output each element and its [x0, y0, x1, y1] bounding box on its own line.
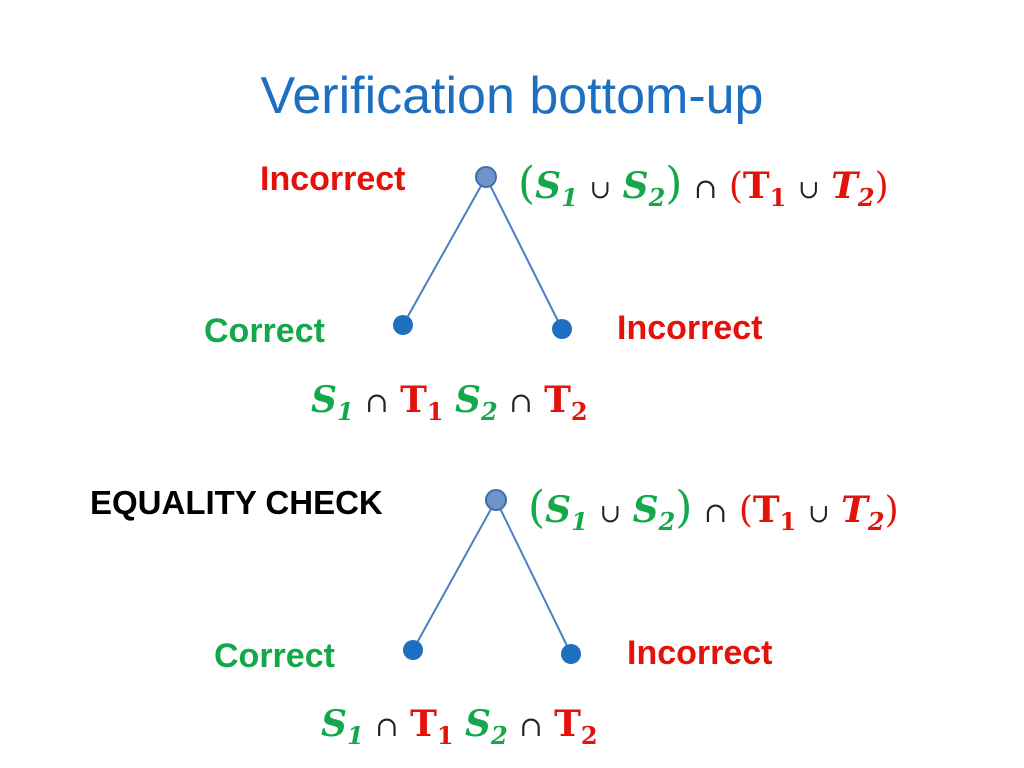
node-bottom-left	[403, 640, 423, 660]
top-root-label: Incorrect	[260, 160, 406, 198]
bottom-right-label: Incorrect	[627, 634, 773, 672]
edge-top-left	[402, 176, 487, 326]
edge-bottom-right	[495, 499, 572, 655]
bottom-leaf-expression: S1 ∩ T1 S2 ∩ T2	[321, 703, 598, 750]
node-top-left	[393, 315, 413, 335]
edge-top-right	[485, 176, 563, 330]
node-bottom-right	[561, 644, 581, 664]
bottom-left-label: Correct	[214, 637, 335, 675]
node-bottom-root	[485, 489, 507, 511]
top-leaf-expression: S1 ∩ T1 S2 ∩ T2	[311, 379, 588, 426]
top-left-label: Correct	[204, 312, 325, 350]
node-top-right	[552, 319, 572, 339]
bottom-root-label: EQUALITY CHECK	[90, 484, 383, 521]
node-top-root	[475, 166, 497, 188]
edge-bottom-left	[412, 499, 497, 651]
bottom-root-expression: (S1 ∪ S2) ∩ (T1 ∪ T2)	[528, 482, 899, 536]
top-right-label: Incorrect	[617, 309, 763, 347]
top-root-expression: (S1 ∪ S2) ∩ (T1 ∪ T2)	[518, 158, 889, 212]
tree-top	[393, 166, 572, 339]
tree-bottom	[403, 489, 581, 664]
slide-title: Verification bottom-up	[260, 67, 764, 125]
